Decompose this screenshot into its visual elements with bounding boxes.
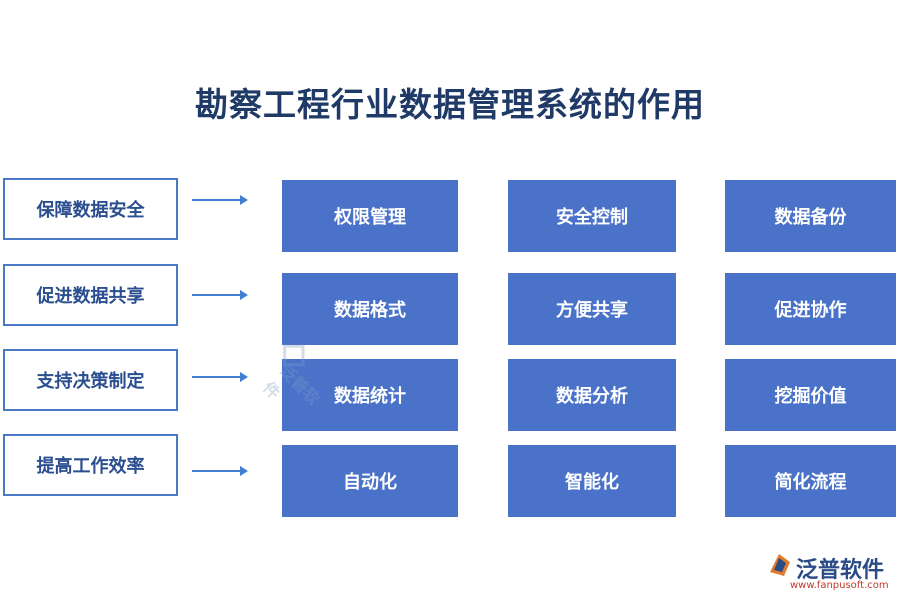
watermark-logo-icon (283, 344, 305, 367)
cell-data-statistics: 数据统计 (282, 359, 458, 431)
cell-data-backup: 数据备份 (725, 180, 896, 252)
brand-url: www.fanpusoft.com (790, 580, 889, 591)
cell-simplify-process: 简化流程 (725, 445, 896, 517)
cell-data-format: 数据格式 (282, 273, 458, 345)
brand-logo-icon (770, 554, 790, 576)
arrow-icon (192, 194, 248, 206)
cell-data-analysis: 数据分析 (508, 359, 676, 431)
cell-intelligence: 智能化 (508, 445, 676, 517)
brand-name: 泛普软件 (796, 558, 885, 583)
cell-collaboration: 促进协作 (725, 273, 896, 345)
purpose-box-decision: 支持决策制定 (3, 349, 178, 411)
purpose-box-sharing: 促进数据共享 (3, 264, 178, 326)
cell-automation: 自动化 (282, 445, 458, 517)
cell-security-control: 安全控制 (508, 180, 676, 252)
watermark: 泛普软件 (227, 334, 344, 451)
cell-mine-value: 挖掘价值 (725, 359, 896, 431)
diagram-title: 勘察工程行业数据管理系统的作用 (195, 85, 705, 124)
arrow-icon (192, 465, 248, 477)
purpose-box-efficiency: 提高工作效率 (3, 434, 178, 496)
arrow-icon (192, 371, 248, 383)
purpose-box-security: 保障数据安全 (3, 178, 178, 240)
brand-logo: 泛普软件 www.fanpusoft.com (766, 550, 896, 591)
cell-permission-management: 权限管理 (282, 180, 458, 252)
arrow-icon (192, 289, 248, 301)
cell-easy-sharing: 方便共享 (508, 273, 676, 345)
